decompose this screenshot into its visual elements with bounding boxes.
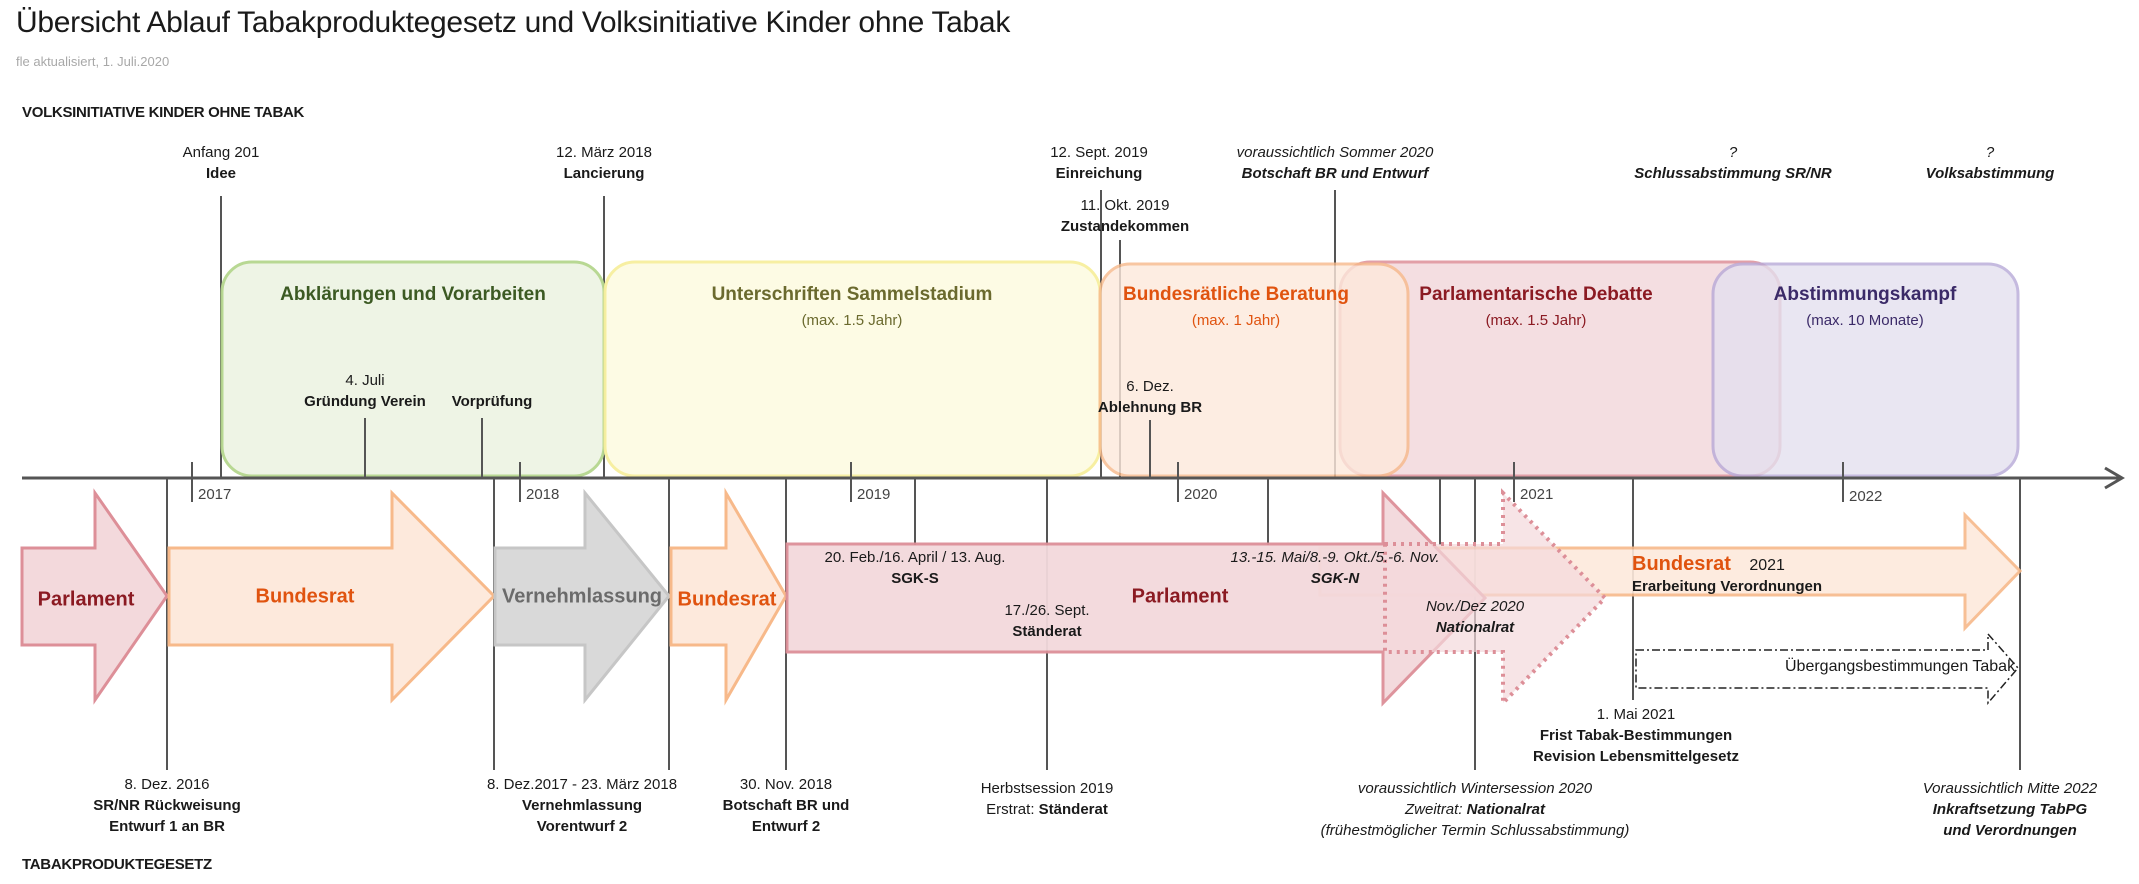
phase-title-abklaerungen: Abklärungen und Vorarbeiten (280, 284, 546, 305)
phase-subtitle-abstimmung: (max. 10 Monate) (1806, 312, 1924, 329)
arrow-label-parlament-1: Parlament (37, 588, 135, 611)
arrow-label-bundesrat-1: Bundesrat (255, 585, 355, 608)
law-event-mai-2021: 1. Mai 2021 Frist Tabak-Bestimmungen Rev… (1533, 706, 1739, 765)
law-event-botschaft: 30. Nov. 2018 Botschaft BR und Entwurf 2 (722, 776, 850, 835)
event-botschaft: voraussichtlich Sommer 2020 Botschaft BR… (1236, 144, 1434, 182)
event-nationalrat: Nov./Dez 2020 Nationalrat (1425, 598, 1525, 636)
section-heading-initiative: VOLKSINITIATIVE KINDER OHNE TABAK (22, 104, 305, 121)
event-gruendung-verein: 4. Juli Gründung Verein (304, 372, 426, 410)
axis-arrowhead-icon (2104, 466, 2125, 490)
event-zustandekommen: 11. Okt. 2019 Zustandekommen (1060, 197, 1190, 235)
phase-subtitle-unterschriften: (max. 1.5 Jahr) (801, 312, 903, 329)
arrow-label-bundesrat-2: Bundesrat (677, 588, 777, 611)
page-title: Übersicht Ablauf Tabakproduktegesetz und… (16, 6, 1011, 39)
arrow-label-uebergang: Übergangsbestimmungen Tabak (1785, 658, 2016, 675)
event-einreichung: 12. Sept. 2019 Einreichung (1050, 144, 1148, 182)
event-sgk-n: 13.-15. Mai/8.-9. Okt./5.-6. Nov. SGK-N (1230, 549, 1440, 587)
year-label: 2021 (1520, 486, 1554, 503)
year-label: 2022 (1849, 488, 1883, 505)
arrow-label-vernehmlassung: Vernehmlassung (501, 585, 663, 608)
event-volksabstimmung: ? Volksabstimmung (1925, 144, 2055, 182)
arrow-bundesrat-1 (167, 489, 497, 704)
law-event-2016: 8. Dez. 2016 SR/NR Rückweisung Entwurf 1… (93, 776, 241, 835)
phase-subtitle-bundesrat: (max. 1 Jahr) (1191, 312, 1281, 329)
arrow-label-bundesrat-verordnungen: Bundesrat 2021 Erarbeitung Verordnungen (1632, 553, 1823, 595)
law-event-wintersession: voraussichtlich Wintersession 2020 Zweit… (1320, 780, 1630, 839)
law-event-herbstsession: Herbstsession 2019 Erstrat: Ständerat (980, 780, 1114, 818)
phase-title-abstimmung: Abstimmungskampf (1773, 284, 1957, 305)
phase-title-parlament: Parlamentarische Debatte (1419, 284, 1653, 305)
arrow-bundesrat-2 (669, 487, 788, 706)
event-vorpruefung: Vorprüfung (451, 393, 533, 410)
law-event-vernehmlassung: 8. Dez.2017 - 23. März 2018 Vernehmlassu… (486, 776, 678, 835)
phase-title-unterschriften: Unterschriften Sammelstadium (711, 284, 993, 305)
event-staenderat: 17./26. Sept. Ständerat (1004, 602, 1090, 640)
arrow-uebergang (1635, 632, 2019, 706)
update-note: fle aktualisiert, 1. Juli.2020 (16, 54, 170, 69)
year-ticks (191, 462, 1844, 502)
phase-box-abstimmung (1711, 262, 2020, 478)
event-lancierung: 12. März 2018 Lancierung (556, 144, 652, 182)
year-label: 2018 (526, 486, 560, 503)
year-label: 2017 (198, 486, 232, 503)
arrow-label-parlament-2: Parlament (1131, 585, 1229, 608)
year-label: 2020 (1184, 486, 1218, 503)
arrow-parlament-1 (20, 488, 169, 705)
phase-subtitle-parlament: (max. 1.5 Jahr) (1485, 312, 1587, 329)
phase-title-bundesrat: Bundesrätliche Beratung (1123, 284, 1349, 305)
phase-box-bundesrat (1098, 262, 1410, 478)
event-sgk-s: 20. Feb./16. April / 13. Aug. SGK-S (824, 549, 1006, 587)
event-ablehnung-br: 6. Dez. Ablehnung BR (1097, 378, 1203, 416)
arrow-vernehmlassung (493, 488, 671, 705)
section-heading-law: TABAKPRODUKTEGESETZ (22, 856, 212, 873)
event-schlussabstimmung: ? Schlussabstimmung SR/NR (1634, 144, 1832, 182)
law-event-inkraftsetzung: Voraussichtlich Mitte 2022 Inkraftsetzun… (1922, 780, 2098, 839)
event-idee: Anfang 201 Idee (182, 144, 260, 182)
year-label: 2019 (857, 486, 891, 503)
arrow-nationalrat-dotted (1383, 488, 1608, 708)
